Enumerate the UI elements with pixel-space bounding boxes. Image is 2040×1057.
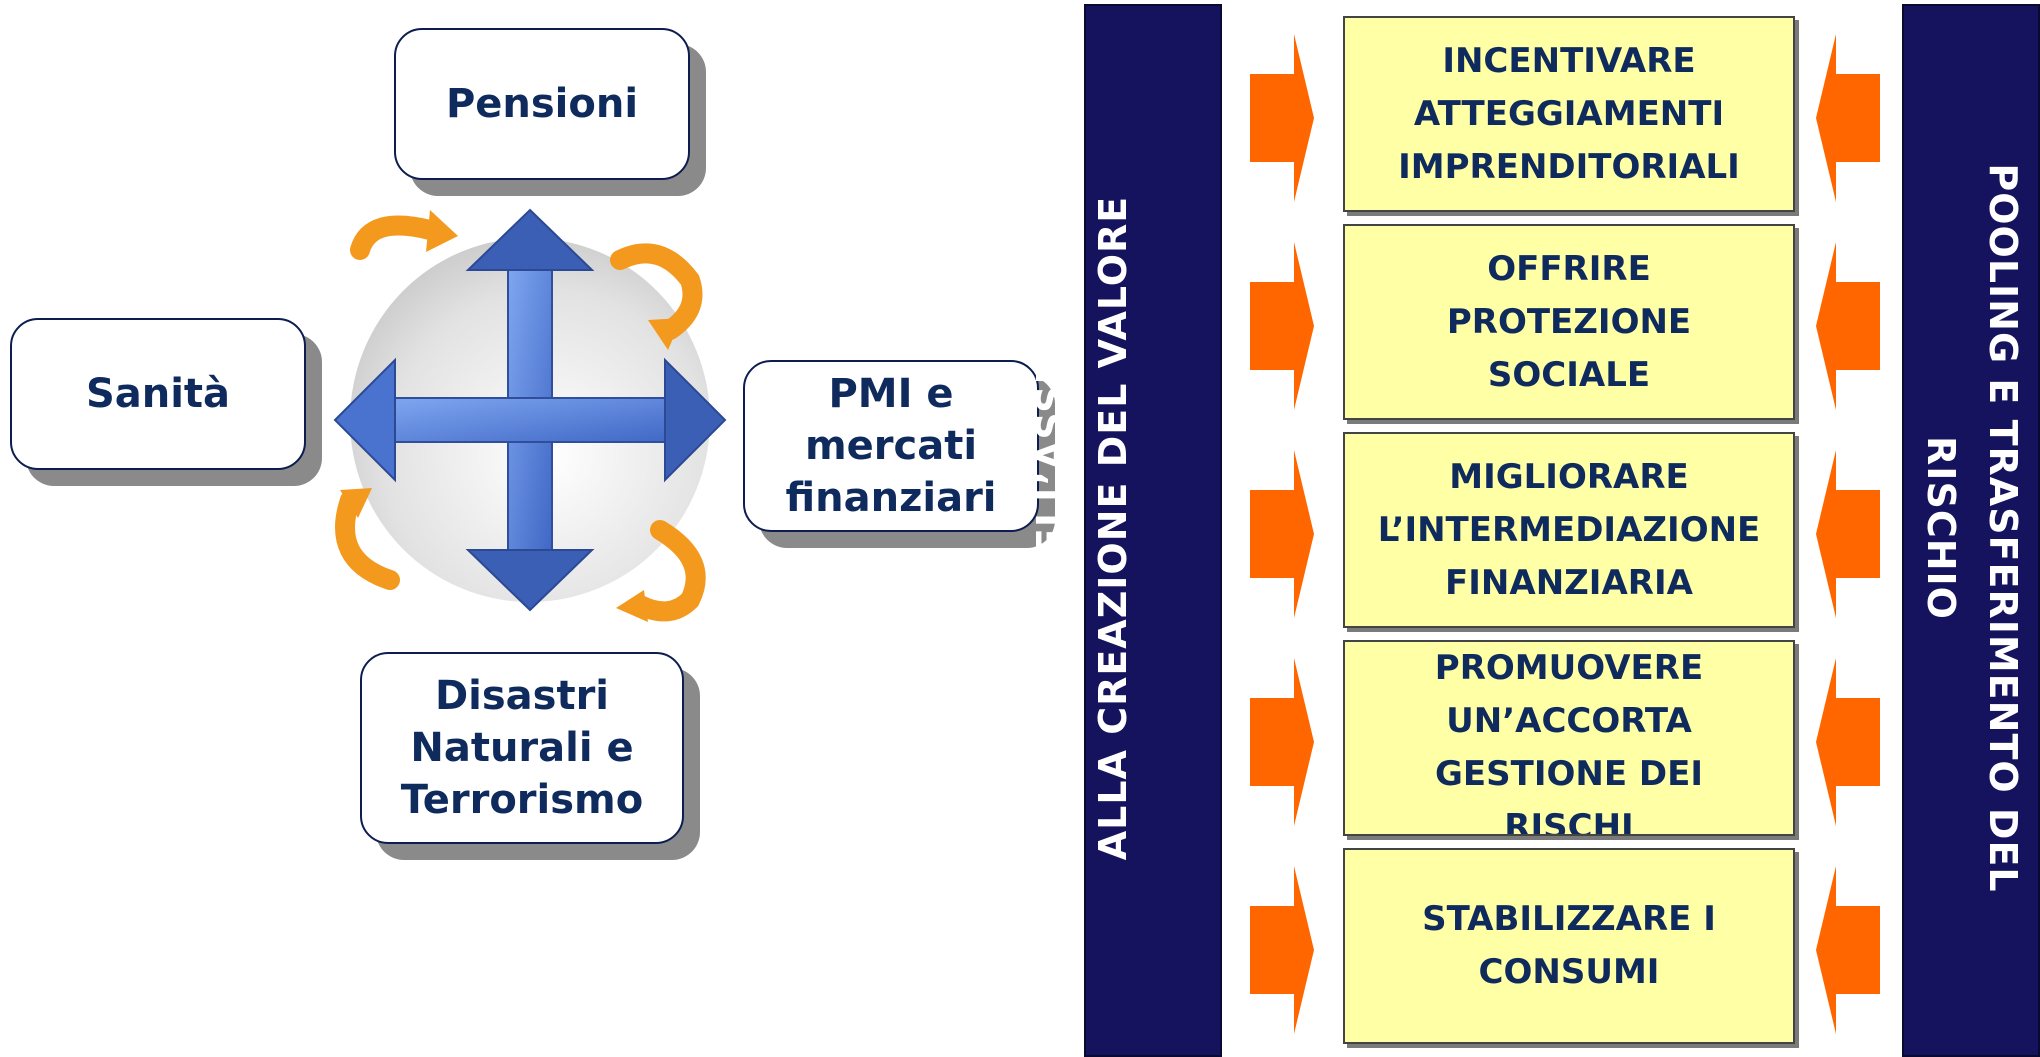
right-bar	[1902, 4, 2040, 1057]
left-arrow-icon	[1816, 866, 1880, 1034]
right-arrow-icon	[1250, 242, 1314, 410]
left-arrow-icon	[1816, 242, 1880, 410]
left-arrow-icon	[1816, 34, 1880, 202]
node-pmi: PMI e mercati finanziari	[743, 360, 1039, 532]
node-pensioni: Pensioni	[394, 28, 690, 180]
box-incentivare: INCENTIVARE ATTEGGIAMENTI IMPRENDITORIAL…	[1343, 16, 1795, 212]
right-arrow-icon	[1250, 450, 1314, 618]
node-sanita: Sanità	[10, 318, 306, 470]
cross-arrows-hub-icon	[333, 208, 727, 622]
left-arrow-icon	[1816, 450, 1880, 618]
left-arrow-icon	[1816, 658, 1880, 826]
left-bar-title: IL CONTRIBUTO DELL’ASSICURAZIONE ALLA CR…	[1029, 111, 1135, 945]
box-offrire: OFFRIRE PROTEZIONE SOCIALE	[1343, 224, 1795, 420]
node-disastri: Disastri Naturali e Terrorismo	[360, 652, 684, 844]
left-bar	[1084, 4, 1222, 1057]
box-stabilizzare: STABILIZZARE I CONSUMI	[1343, 848, 1795, 1044]
right-arrow-icon	[1250, 658, 1314, 826]
curved-cycle-arrows-icon	[335, 215, 706, 622]
right-bar-title: POOLING E TRASFERIMENTO DEL RISCHIO	[1919, 163, 2025, 893]
right-arrow-icon	[1250, 34, 1314, 202]
box-promuovere: PROMUOVERE UN’ACCORTA GESTIONE DEI RISCH…	[1343, 640, 1795, 836]
cross-arrow-icon	[333, 208, 727, 612]
right-arrow-icon	[1250, 866, 1314, 1034]
box-migliorare: MIGLIORARE L’INTERMEDIAZIONE FINANZIARIA	[1343, 432, 1795, 628]
